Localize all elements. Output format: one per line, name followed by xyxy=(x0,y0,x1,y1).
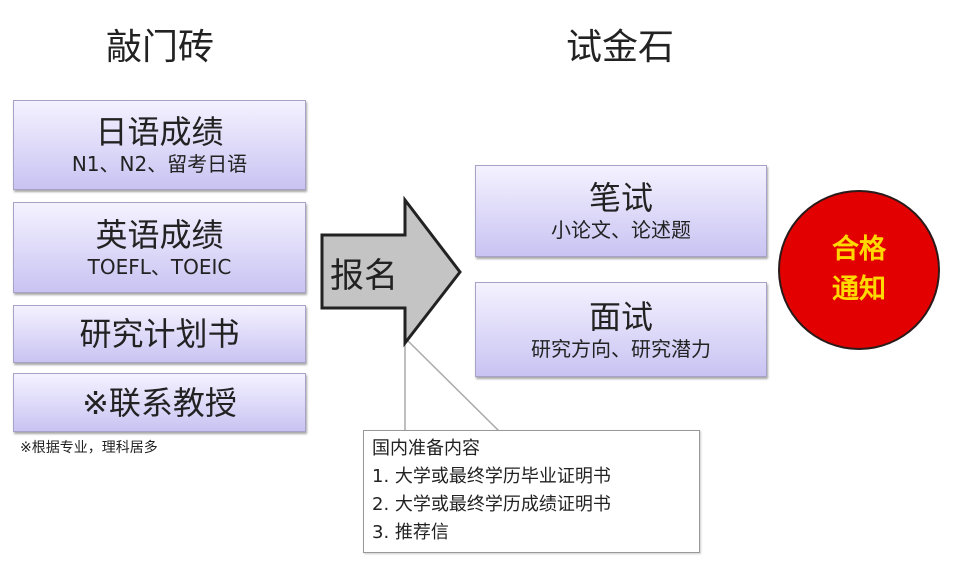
callout-item: 1. 大学或最终学历毕业证明书 xyxy=(372,466,611,487)
box-subtitle: 研究方向、研究潜力 xyxy=(531,336,711,361)
written-exam-box: 笔试 小论文、论述题 xyxy=(475,165,767,257)
left-title: 敲门砖 xyxy=(105,27,214,68)
box-subtitle: 小论文、论述题 xyxy=(551,218,691,242)
domestic-documents-callout: 国内准备内容 1. 大学或最终学历毕业证明书 2. 大学或最终学历成绩证明书 3… xyxy=(363,430,700,553)
english-score-box: 英语成绩 TOEFL、TOEIC xyxy=(13,202,306,293)
box-subtitle: N1、N2、留考日语 xyxy=(71,152,248,176)
research-plan-box: 研究计划书 xyxy=(13,305,306,363)
footnote: ※根据专业，理科居多 xyxy=(20,440,158,456)
circle-line-2: 通知 xyxy=(832,274,886,305)
japanese-score-box: 日语成绩 N1、N2、留考日语 xyxy=(13,100,306,190)
arrow-label: 报名 xyxy=(330,256,398,296)
box-title: 研究计划书 xyxy=(79,315,240,353)
box-title: 英语成绩 xyxy=(95,215,224,254)
box-title: 笔试 xyxy=(588,179,653,217)
callout-heading: 国内准备内容 xyxy=(372,438,480,459)
admission-notice-circle: 合格 通知 xyxy=(778,190,940,350)
callout-item: 3. 推荐信 xyxy=(372,522,449,543)
contact-professor-box: ※联系教授 xyxy=(13,373,306,432)
box-title: ※联系教授 xyxy=(82,383,237,422)
callout-item: 2. 大学或最终学历成绩证明书 xyxy=(372,494,611,515)
right-title: 试金石 xyxy=(565,27,674,68)
interview-box: 面试 研究方向、研究潜力 xyxy=(475,282,767,377)
circle-line-1: 合格 xyxy=(832,234,886,265)
box-title: 日语成绩 xyxy=(95,113,224,151)
register-arrow xyxy=(320,195,462,348)
box-title: 面试 xyxy=(588,297,653,336)
box-subtitle: TOEFL、TOEIC xyxy=(87,254,232,279)
